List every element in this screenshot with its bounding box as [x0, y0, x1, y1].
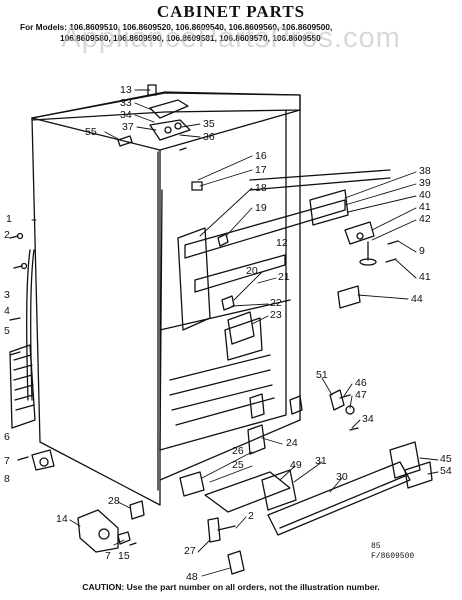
callout-35: 35: [203, 118, 215, 130]
callout-21: 21: [278, 271, 290, 283]
callout-34-lower: 34: [362, 413, 374, 425]
callout-25: 25: [232, 459, 244, 471]
callout-45: 45: [440, 453, 452, 465]
callout-20: 20: [246, 265, 258, 277]
callout-51: 51: [316, 369, 328, 381]
callout-23: 23: [270, 309, 282, 321]
callout-26: 26: [232, 445, 244, 457]
callout-7-lower: 7: [105, 550, 111, 562]
diagram-code-line-1: 85: [371, 542, 381, 551]
callout-2: 2: [4, 229, 10, 241]
callout-22: 22: [270, 297, 282, 309]
callout-1: 1: [6, 213, 12, 225]
callout-41-lower: 41: [419, 271, 431, 283]
callout-14: 14: [56, 513, 68, 525]
callout-3: 3: [4, 289, 10, 301]
callout-16: 16: [255, 150, 267, 162]
watermark: AppliancePartsPros.com: [61, 22, 401, 54]
callout-6: 6: [4, 431, 10, 443]
leader-lines: [31, 89, 439, 577]
callout-49: 49: [290, 459, 302, 471]
callout-31: 31: [315, 455, 327, 467]
callout-8: 8: [4, 473, 10, 485]
callout-40: 40: [419, 189, 431, 201]
callout-41: 41: [419, 201, 431, 213]
callout-2-lower: 2: [248, 510, 254, 522]
callout-5: 5: [4, 325, 10, 337]
cabinet-outline: [9, 91, 301, 506]
callout-15: 15: [118, 550, 130, 562]
callout-13: 13: [120, 84, 132, 96]
callout-54: 54: [440, 465, 452, 477]
callout-47: 47: [355, 389, 367, 401]
callout-28: 28: [108, 495, 120, 507]
page-title: CABINET PARTS: [156, 2, 306, 21]
evaporator-bracket: [177, 169, 391, 361]
bottom-assembly: [31, 441, 433, 575]
callout-48: 48: [186, 571, 198, 583]
model-list-line-1: For Models: 106.8609510, 106.8609520, 10…: [20, 22, 333, 32]
right-hinge-parts: [337, 221, 399, 309]
callout-4: 4: [4, 305, 10, 317]
caution-footer: CAUTION: Use the part number on all orde…: [82, 582, 380, 592]
callout-55: 55: [85, 126, 97, 138]
callout-24: 24: [286, 437, 298, 449]
callout-30: 30: [336, 471, 348, 483]
left-screws: [9, 232, 29, 461]
callout-19: 19: [255, 202, 267, 214]
callout-12: 12: [276, 237, 288, 249]
callout-36: 36: [203, 131, 215, 143]
top-hinge: [117, 84, 191, 151]
callout-44: 44: [411, 293, 423, 305]
callout-46: 46: [355, 377, 367, 389]
callout-27: 27: [184, 545, 196, 557]
diagram-code-line-2: F/8609500: [371, 552, 415, 561]
callout-33: 33: [120, 97, 132, 109]
callout-17: 17: [255, 164, 267, 176]
callout-18: 18: [255, 182, 267, 194]
callout-42: 42: [419, 213, 431, 225]
callout-9: 9: [419, 245, 425, 257]
callout-7: 7: [4, 455, 10, 467]
callout-38: 38: [419, 165, 431, 177]
model-list-line-2: 106.8609580, 106.8609590, 106.8609581, 1…: [60, 33, 321, 43]
callout-37: 37: [122, 121, 134, 133]
callout-39: 39: [419, 177, 431, 189]
callout-34: 34: [120, 109, 132, 121]
lower-right-parts: [247, 389, 359, 455]
